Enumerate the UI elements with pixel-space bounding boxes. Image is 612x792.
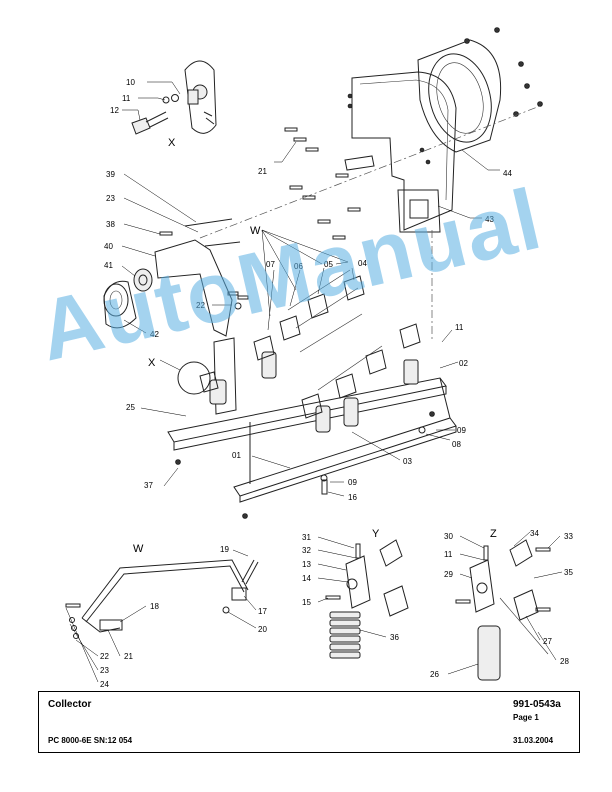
detail-y: Y 31 32 13 14 15 36 (302, 528, 409, 659)
left-bracket-group: 39 23 38 40 41 42 22 (103, 170, 249, 339)
view-z-title: Z (490, 528, 497, 540)
label-34: 34 (530, 529, 539, 538)
detail-x: 10 11 12 X (110, 60, 217, 149)
label-29: 29 (444, 570, 453, 579)
view-x-callout: X (148, 357, 156, 369)
label-17: 17 (258, 607, 267, 616)
upper-bolts: 21 (258, 127, 361, 240)
label-37: 37 (144, 481, 153, 490)
label-11b: 11 (455, 323, 464, 332)
detail-w: W 19 18 17 20 22 21 23 24 (65, 543, 267, 689)
label-09a: 09 (457, 426, 466, 435)
label-28: 28 (560, 657, 569, 666)
label-26: 26 (430, 670, 439, 679)
housing-assembly: 44 43 (199, 27, 543, 340)
label-11c: 11 (444, 550, 453, 559)
page-number: Page 1 (513, 713, 539, 722)
label-30: 30 (444, 532, 453, 541)
label-18: 18 (150, 602, 159, 611)
label-21b: 21 (124, 652, 133, 661)
view-x-title: X (168, 137, 176, 149)
label-23: 23 (106, 194, 115, 203)
detail-z: Z 30 11 29 34 33 35 27 28 26 (430, 528, 573, 681)
label-33: 33 (564, 532, 573, 541)
label-40: 40 (104, 242, 113, 251)
label-13: 13 (302, 560, 311, 569)
label-43: 43 (485, 215, 494, 224)
view-w-callout: W (250, 225, 261, 237)
label-09b: 09 (348, 478, 357, 487)
label-03: 03 (403, 457, 412, 466)
label-16: 16 (348, 493, 357, 502)
label-06: 06 (294, 262, 303, 271)
label-27: 27 (543, 637, 552, 646)
label-15: 15 (302, 598, 311, 607)
label-04: 04 (358, 259, 367, 268)
label-23b: 23 (100, 666, 109, 675)
document-number: 991-0543a (513, 699, 561, 710)
label-22b: 22 (100, 652, 109, 661)
label-08: 08 (452, 440, 461, 449)
label-21: 21 (258, 167, 267, 176)
document-title: Collector (48, 699, 92, 710)
label-44: 44 (503, 169, 512, 178)
label-07: 07 (266, 260, 275, 269)
label-31: 31 (302, 533, 311, 542)
title-block: Collector 991-0543a Page 1 PC 8000-6E SN… (38, 691, 580, 753)
label-42: 42 (150, 330, 159, 339)
view-y-title: Y (372, 528, 380, 540)
label-10: 10 (126, 78, 135, 87)
view-w-title: W (133, 543, 144, 555)
label-25: 25 (126, 403, 135, 412)
label-36: 36 (390, 633, 399, 642)
label-05: 05 (324, 260, 333, 269)
label-35: 35 (564, 568, 573, 577)
w-callout: W (250, 225, 349, 317)
main-frame: 07 06 05 04 11 02 25 09 08 01 03 37 09 1… (126, 259, 468, 519)
label-39: 39 (106, 170, 115, 179)
brush-y (329, 611, 361, 659)
machine-model: PC 8000-6E SN:12 054 (48, 736, 133, 745)
label-19: 19 (220, 545, 229, 554)
label-14: 14 (302, 574, 311, 583)
label-12: 12 (110, 106, 119, 115)
exploded-parts-drawing: 10 11 12 X 21 (65, 27, 573, 689)
label-01: 01 (232, 451, 241, 460)
label-38: 38 (106, 220, 115, 229)
label-24: 24 (100, 680, 109, 689)
document-date: 31.03.2004 (513, 736, 554, 745)
label-20: 20 (258, 625, 267, 634)
label-32: 32 (302, 546, 311, 555)
label-02: 02 (459, 359, 468, 368)
label-22: 22 (196, 301, 205, 310)
label-11: 11 (122, 94, 131, 103)
label-41: 41 (104, 261, 113, 270)
